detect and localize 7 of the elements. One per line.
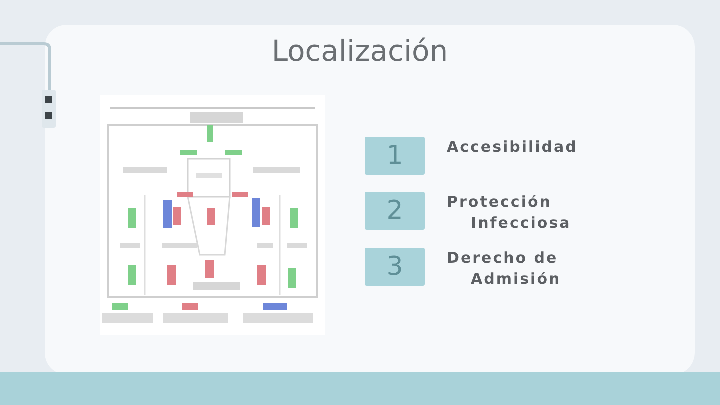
list-item-text: Protección Infecciosa (447, 192, 572, 234)
slide-title: Localización (270, 34, 450, 68)
list-item-text: Derecho de Admisión (447, 248, 562, 290)
list-item-text: Accesibilidad (447, 137, 579, 158)
step-number: 1 (365, 137, 425, 175)
step-number: 2 (365, 192, 425, 230)
step-number: 3 (365, 248, 425, 286)
